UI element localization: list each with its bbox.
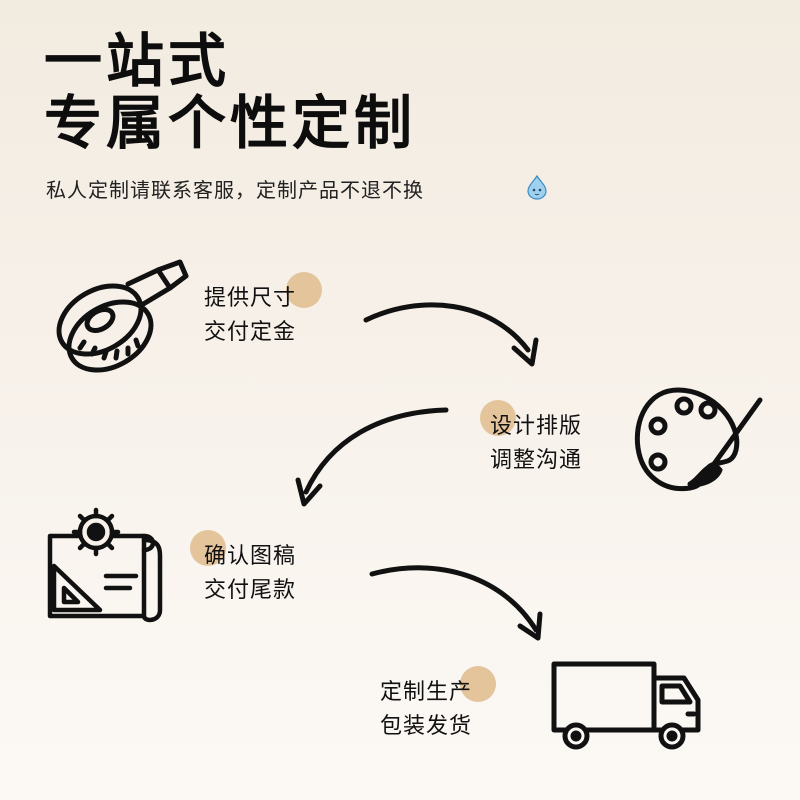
- step-2-line-2: 调整沟通: [490, 448, 583, 473]
- step-4-text: 定制生产 包装发货: [380, 666, 496, 744]
- step-3-text: 确认图稿 交付尾款: [190, 530, 297, 608]
- arrow-head: [511, 337, 539, 367]
- water-drop-emoji-icon: [527, 174, 547, 200]
- step-2-text: 设计排版 调整沟通: [480, 400, 583, 478]
- arrow-3-to-4: [369, 565, 539, 633]
- truck-icon: [551, 661, 701, 750]
- step-4-line-1: 定制生产: [380, 680, 473, 705]
- page-title-line-2: 专属个性定制: [44, 89, 417, 157]
- step-4-line-2: 包装发货: [380, 714, 473, 739]
- arrow-head: [295, 477, 323, 507]
- palette-icon: [634, 387, 763, 492]
- step-2-line-1: 设计排版: [490, 414, 583, 439]
- step-1-text: 提供尺寸 交付定金: [204, 272, 322, 350]
- blueprint-icon: [47, 507, 163, 623]
- tape-measure-icon: [56, 259, 189, 373]
- step-3-line-1: 确认图稿: [204, 544, 297, 569]
- accent-dot: [190, 530, 226, 566]
- arrow-1-to-2: [363, 302, 531, 353]
- accent-dot: [480, 400, 516, 436]
- accent-dot: [460, 666, 496, 702]
- arrow-head: [517, 611, 543, 641]
- notice-text: 私人定制请联系客服，定制产品不退不换: [46, 178, 424, 202]
- step-3-line-2: 交付尾款: [204, 578, 297, 603]
- accent-dot: [286, 272, 322, 308]
- arrow-2-to-3: [303, 407, 449, 495]
- step-1-line-1: 提供尺寸: [204, 286, 297, 311]
- page-title-line-1: 一站式: [44, 27, 231, 95]
- step-1-line-2: 交付定金: [204, 320, 297, 345]
